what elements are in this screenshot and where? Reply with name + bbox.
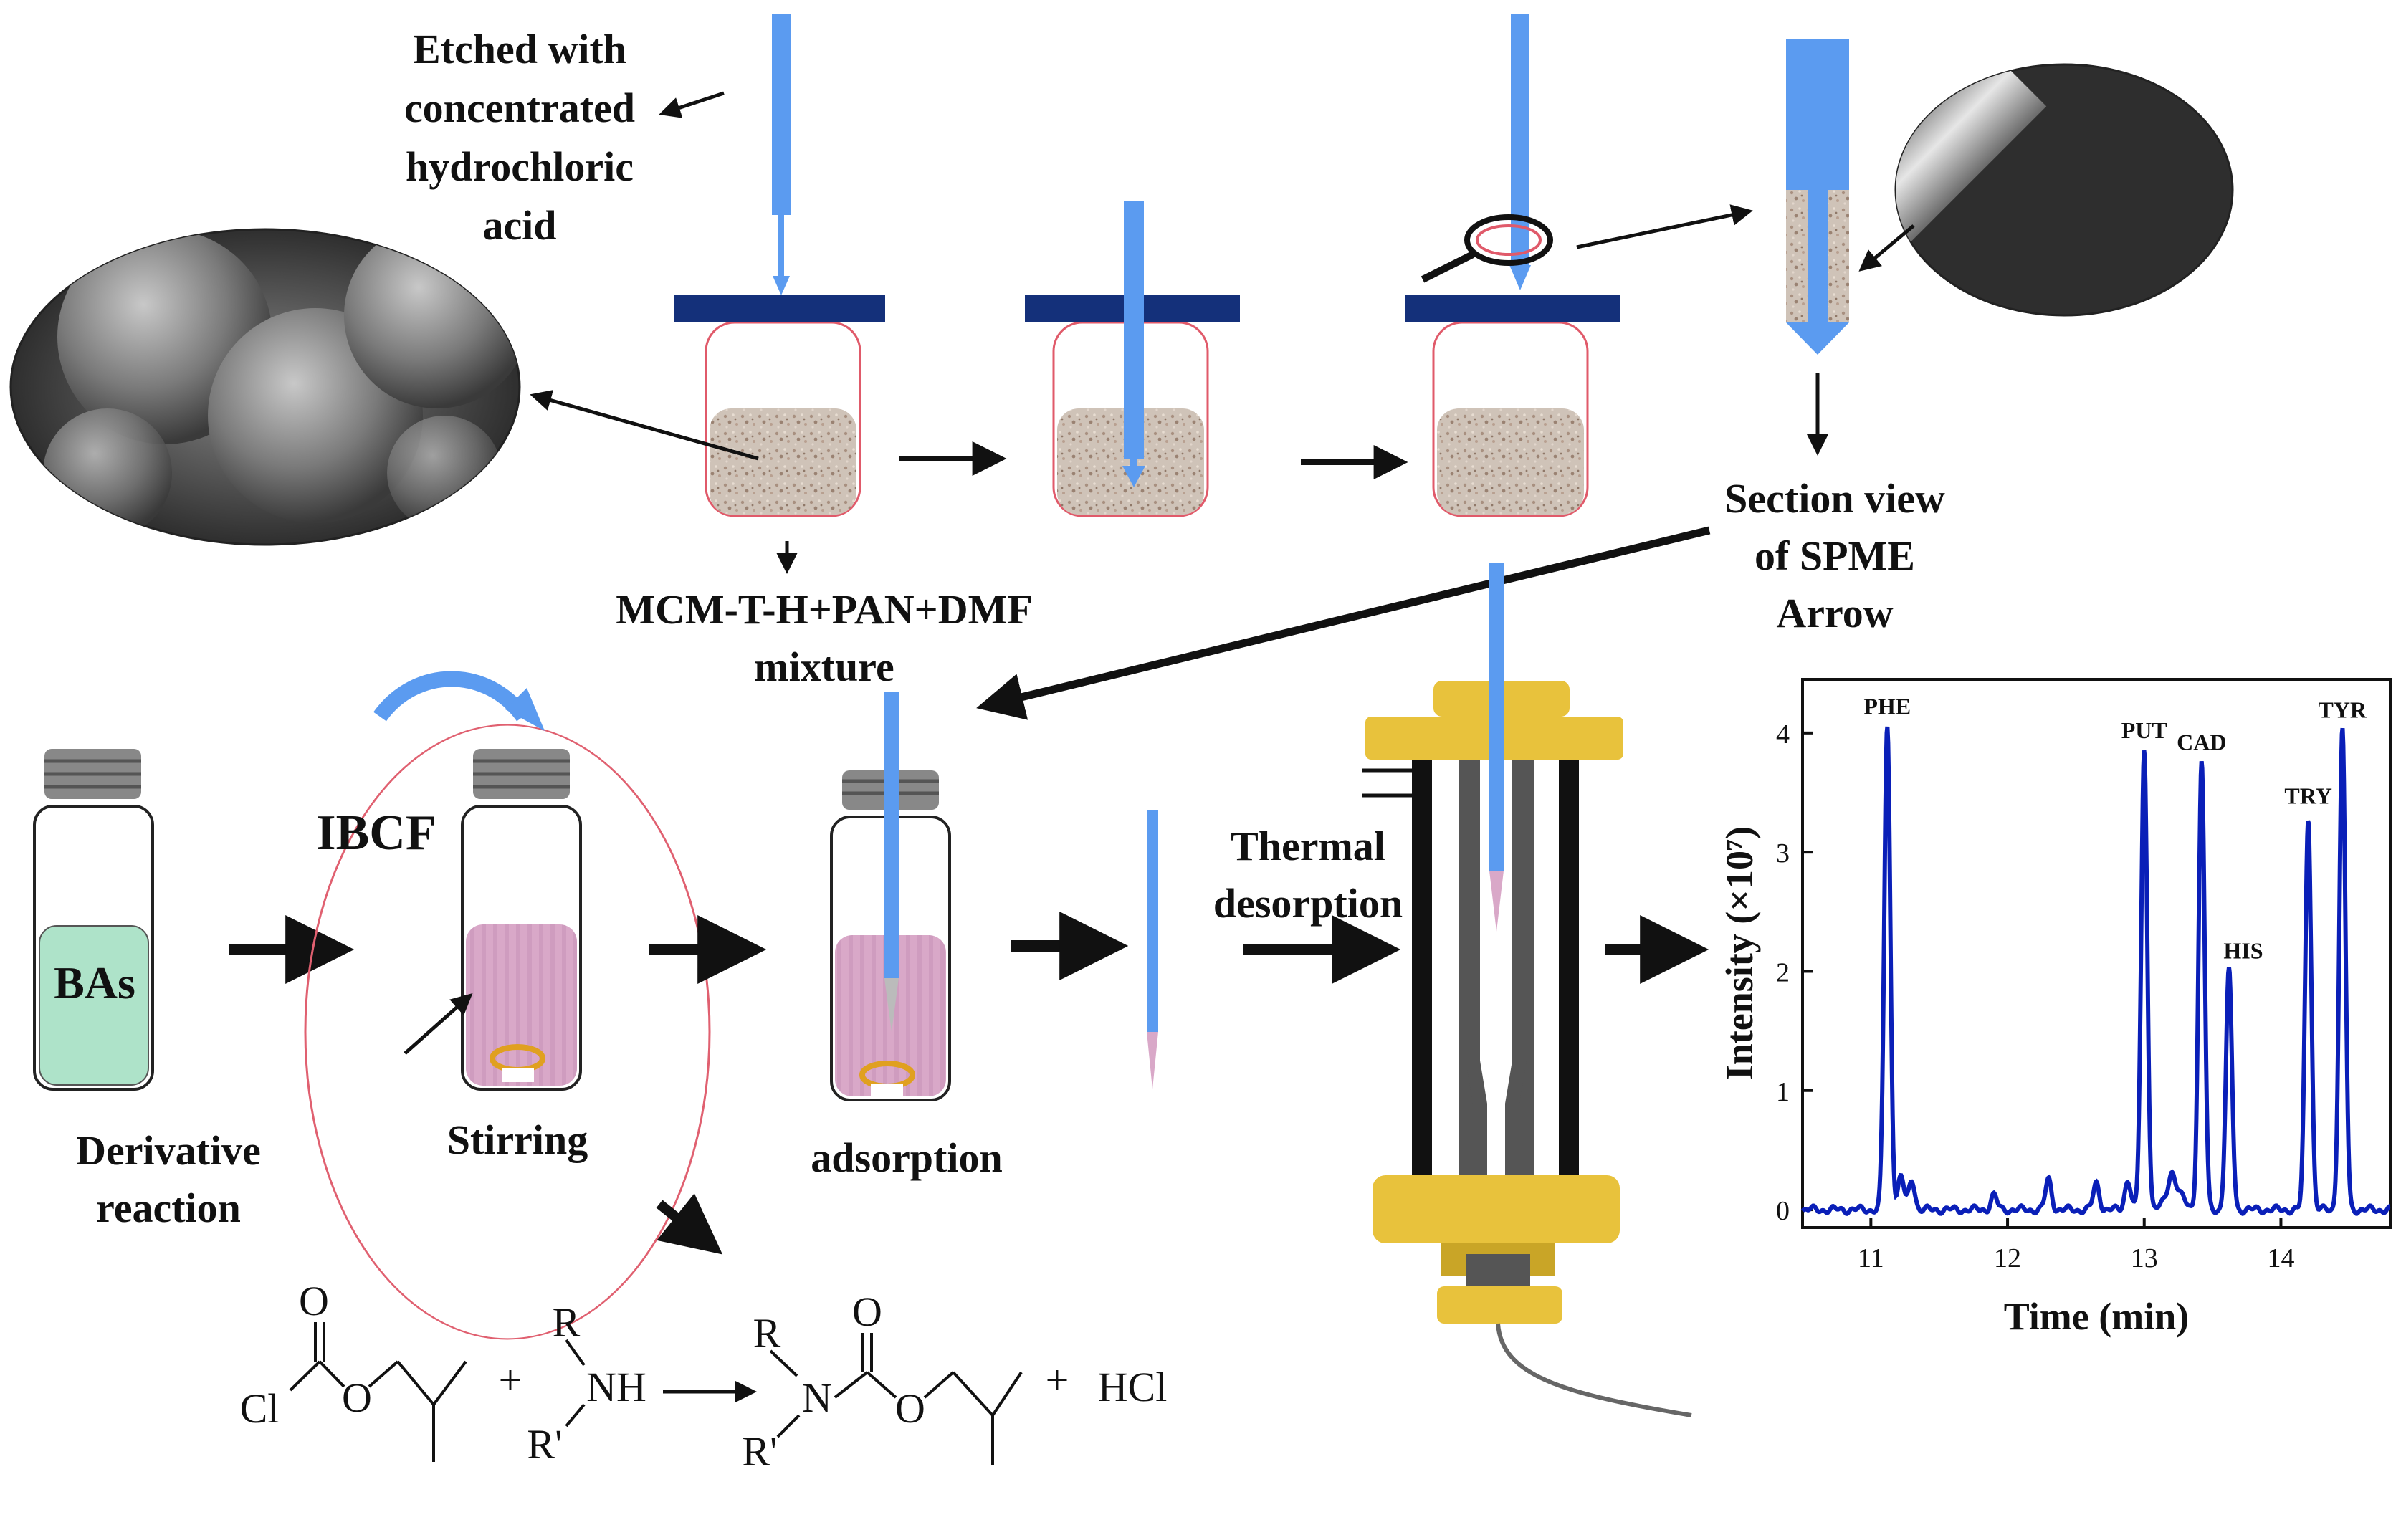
long-arrow [976, 526, 1711, 720]
vial-ibcf [461, 749, 582, 1091]
etched-label-2: concentrated [404, 85, 635, 131]
y-axis-label: Intensity (×10⁷) [1718, 826, 1761, 1080]
vial-bas [33, 749, 154, 1091]
loaded-fiber [1147, 810, 1158, 1089]
chem-plus1: + [499, 1357, 522, 1403]
x-tick-label: 11 [1858, 1243, 1884, 1273]
desorption-device [1362, 563, 1692, 1417]
spme-arrow-section [1786, 39, 1849, 355]
section-label-1: Section view [1724, 475, 1945, 522]
top-vial-2 [1025, 201, 1240, 517]
adsorption-label: adsorption [811, 1134, 1003, 1181]
chem-hcl: HCl [1098, 1364, 1168, 1410]
reaction-oval [304, 724, 711, 1340]
bas-label: BAs [54, 957, 135, 1008]
section-label-2: of SPME [1755, 532, 1915, 579]
arrow-sem-to-section [1858, 224, 1915, 272]
y-tick-label: 4 [1776, 719, 1790, 750]
etched-label-1: Etched with [413, 26, 626, 72]
chromatogram-trace [1800, 726, 2391, 1216]
top-vial-3 [1405, 14, 1620, 517]
plot-frame [1801, 678, 2392, 1229]
peak-label-his: HIS [2223, 937, 2263, 963]
section-label-3: Arrow [1776, 590, 1893, 636]
stirring-label: Stirring [447, 1116, 588, 1163]
cap-bar [674, 295, 885, 322]
peak-label-put: PUT [2121, 717, 2167, 743]
derivative-label-1: Derivative [76, 1127, 261, 1174]
ibcf-label: IBCF [316, 805, 436, 861]
etched-label-4: acid [482, 202, 556, 249]
y-tick-label: 1 [1776, 1077, 1790, 1107]
chem-nh: NH [586, 1364, 646, 1410]
chem-r2: R' [527, 1421, 562, 1468]
etched-label-3: hydrochloric [406, 143, 634, 190]
chem-o2: O [342, 1374, 372, 1421]
chem-cl: Cl [240, 1385, 280, 1432]
chem-r3: R [753, 1310, 781, 1357]
chem-o4: O [895, 1385, 925, 1432]
chem-n: N [802, 1374, 832, 1421]
cable [1496, 1323, 1692, 1417]
y-tick-label: 0 [1776, 1196, 1790, 1226]
mixture-label-1: MCM-T-H+PAN+DMF [616, 586, 1033, 633]
y-axis: 0 1 2 3 4 [1776, 719, 1813, 1226]
etched-arrow [659, 91, 725, 118]
chem-r1: R [553, 1299, 581, 1346]
peak-label-cad: CAD [2177, 729, 2226, 755]
arrow-to-sem [530, 390, 759, 461]
x-axis-label: Time (min) [2004, 1295, 2189, 1338]
fiber-in-vial [884, 692, 899, 978]
x-tick-label: 14 [2267, 1243, 2294, 1273]
derivative-arrow [404, 993, 473, 1055]
fiber-needle [772, 14, 791, 215]
peak-labels: PHE PUT CAD HIS TRY TYR [1863, 694, 2367, 964]
chem-o3: O [852, 1288, 882, 1335]
sem-image-fiber [1894, 63, 2234, 317]
sem-image-particles [9, 228, 521, 546]
arrow-to-reaction [656, 1193, 723, 1255]
x-tick-label: 13 [2131, 1243, 2158, 1273]
peak-label-phe: PHE [1863, 694, 1911, 719]
top-vial-1 [674, 14, 885, 517]
reaction-scheme: O Cl O + R NH R' R N R' O O + HCl [240, 1278, 1168, 1475]
vial-adsorption [830, 692, 951, 1101]
chem-plus2: + [1046, 1357, 1069, 1403]
chem-o1: O [299, 1278, 329, 1324]
x-axis: 11 12 13 14 [1858, 1218, 2294, 1273]
x-tick-label: 12 [1994, 1243, 2021, 1273]
mixture-label-2: mixture [754, 644, 894, 690]
thermal-label-1: Thermal [1231, 823, 1385, 869]
y-tick-label: 3 [1776, 838, 1790, 869]
peak-label-try: TRY [2284, 783, 2331, 808]
chem-r4: R' [742, 1428, 777, 1475]
peak-label-tyr: TYR [2318, 697, 2367, 723]
rotation-arrow-icon [373, 671, 530, 722]
derivative-label-2: reaction [96, 1185, 241, 1231]
thermal-label-2: desorption [1213, 880, 1403, 927]
y-tick-label: 2 [1776, 957, 1790, 987]
magnifier-icon [1464, 214, 1553, 266]
arrow-to-section [1576, 204, 1753, 249]
